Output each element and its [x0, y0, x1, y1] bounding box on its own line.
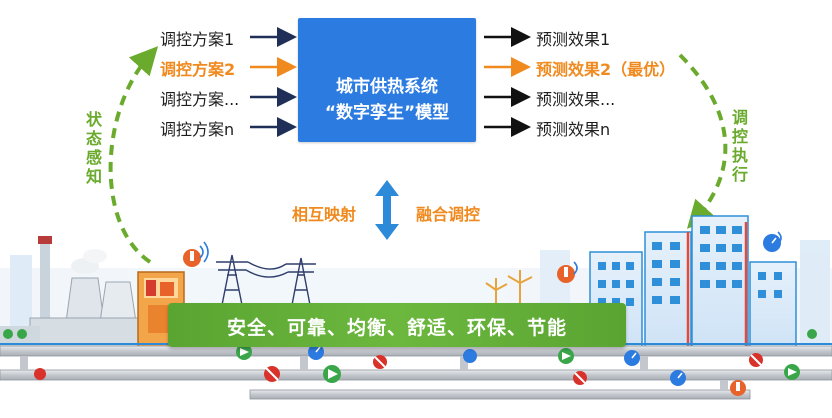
state-sensing-arc: [108, 46, 159, 264]
digital-twin-model-box: 城市供热系统 “数字孪生”模型: [298, 18, 476, 142]
model-title-line-1: 城市供热系统: [336, 77, 438, 97]
valve-icon: [34, 353, 763, 385]
plan-label-3: 调控方案...: [160, 90, 240, 109]
effect-label-1: 预测效果1: [536, 30, 611, 49]
mapping-double-arrow: [375, 180, 399, 240]
control-execution-arc: [678, 53, 728, 229]
tree-icon: [3, 329, 817, 339]
mutual-mapping-label: 相互映射: [292, 205, 357, 224]
plan-label-1: 调控方案1: [160, 30, 235, 49]
goals-banner: 安全、可靠、均衡、舒适、环保、节能: [168, 303, 626, 347]
pipe-network: [0, 343, 832, 400]
goals-banner-text: 安全、可靠、均衡、舒适、环保、节能: [226, 317, 567, 339]
thermometer-icon: [183, 249, 746, 396]
transmission-towers: [216, 254, 316, 306]
effect-label-4: 预测效果n: [536, 120, 611, 139]
state-sensing-label: 状态感知: [85, 110, 102, 186]
gauge-icon: [308, 234, 781, 386]
effect-label-2: 预测效果2（最优）: [536, 60, 676, 79]
model-title-line-2: “数字孪生”模型: [324, 103, 450, 123]
control-execution-label: 调控执行: [731, 108, 748, 184]
pump-icon: [236, 344, 800, 383]
fusion-control-label: 融合调控: [416, 205, 481, 224]
effect-arrows: [484, 27, 531, 137]
effect-label-3: 预测效果...: [536, 90, 616, 109]
plan-label-2: 调控方案2: [160, 60, 236, 79]
plan-label-4: 调控方案n: [160, 120, 235, 139]
wireless-sensor-icon: [199, 231, 782, 275]
plan-arrows: [250, 27, 297, 137]
